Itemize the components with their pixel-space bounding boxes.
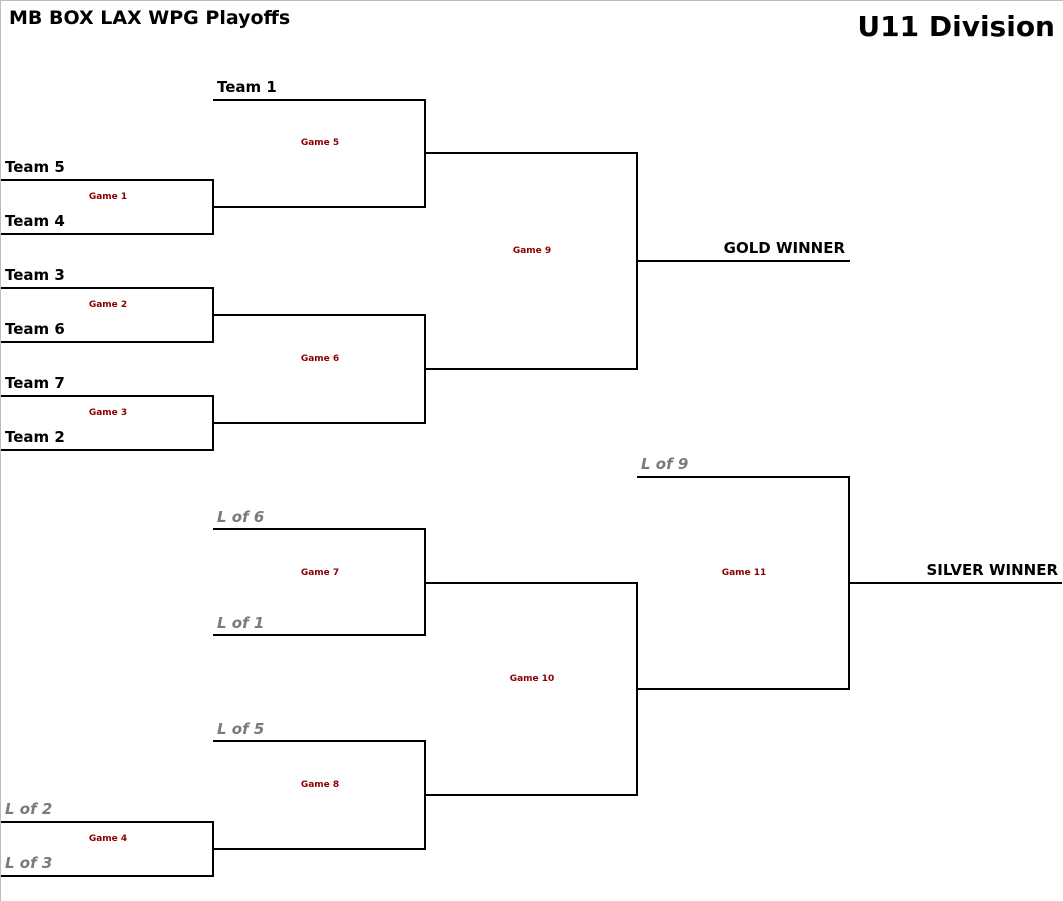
game-7-top-line: [213, 528, 426, 530]
game-9-top-line: [425, 152, 638, 154]
game-9-bottom-line: [425, 368, 638, 370]
silver-winner-label: SILVER WINNER: [926, 561, 1058, 579]
game-4-bottom-line: [1, 875, 214, 877]
game-label-5: Game 5: [300, 138, 340, 148]
game-2-top-line: [1, 287, 214, 289]
game-3-bottom-line: [1, 449, 214, 451]
team-label-team-7: Team 7: [5, 374, 65, 392]
team-label-team-5: Team 5: [5, 158, 65, 176]
page-title: MB BOX LAX WPG Playoffs: [9, 7, 291, 29]
team-label-team-1: Team 1: [217, 78, 277, 96]
team-label-team-4: Team 4: [5, 212, 65, 230]
game-8-bottom-line: [213, 848, 426, 850]
game-10-bottom-line: [425, 794, 638, 796]
team-label-team-2: Team 2: [5, 428, 65, 446]
game-label-7: Game 7: [300, 568, 340, 578]
game-3-top-line: [1, 395, 214, 397]
division-title: U11 Division: [857, 10, 1055, 43]
game-6-bottom-line: [213, 422, 426, 424]
placeholder-loser-of-2: L of 2: [5, 800, 53, 818]
placeholder-loser-of-9: L of 9: [641, 455, 689, 473]
game-label-4: Game 4: [88, 834, 128, 844]
team-label-team-6: Team 6: [5, 320, 65, 338]
game-1-bottom-line: [1, 233, 214, 235]
game-5-top-line: [213, 99, 426, 101]
game-10-top-line: [425, 582, 638, 584]
placeholder-loser-of-3: L of 3: [5, 854, 53, 872]
game-label-10: Game 10: [509, 674, 555, 684]
gold-winner-label: GOLD WINNER: [723, 239, 845, 257]
placeholder-loser-of-1: L of 1: [217, 614, 265, 632]
team-label-team-3: Team 3: [5, 266, 65, 284]
game-6-top-line: [213, 314, 426, 316]
game-label-8: Game 8: [300, 780, 340, 790]
placeholder-loser-of-5: L of 5: [217, 720, 265, 738]
game-label-2: Game 2: [88, 300, 128, 310]
game-4-top-line: [1, 821, 214, 823]
game-label-3: Game 3: [88, 408, 128, 418]
game-8-top-line: [213, 740, 426, 742]
placeholder-loser-of-6: L of 6: [217, 508, 265, 526]
silver-winner-line: [849, 582, 1062, 584]
gold-winner-line: [637, 260, 850, 262]
game-5-bottom-line: [213, 206, 426, 208]
game-1-top-line: [1, 179, 214, 181]
game-2-bottom-line: [1, 341, 214, 343]
game-7-bottom-line: [213, 634, 426, 636]
game-label-11: Game 11: [721, 568, 767, 578]
game-11-top-line: [637, 476, 850, 478]
game-label-6: Game 6: [300, 354, 340, 364]
game-11-bottom-line: [637, 688, 850, 690]
game-label-1: Game 1: [88, 192, 128, 202]
game-label-9: Game 9: [512, 246, 552, 256]
